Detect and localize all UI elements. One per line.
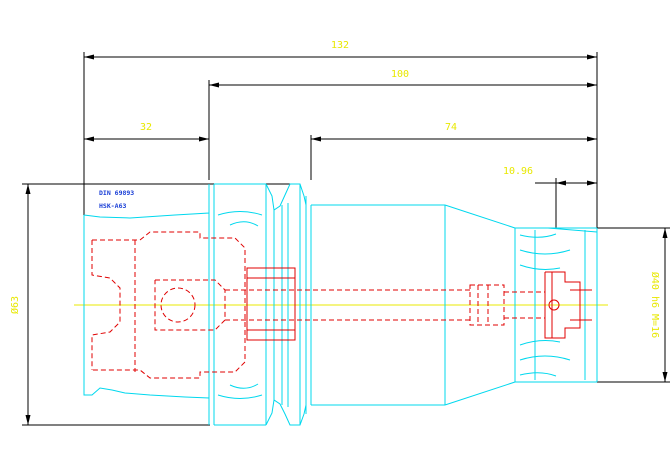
note-interface: HSK-A63	[99, 202, 126, 210]
dimension-lines	[22, 52, 670, 426]
note-standard: DIN 69893	[99, 189, 134, 197]
dim-shank-to-nose: 100	[391, 69, 409, 80]
hidden-features	[91, 231, 592, 379]
dim-flange-length: 32	[140, 122, 152, 133]
dim-nose-length: 10.96	[503, 166, 533, 177]
dim-outer-diameter: Ø63	[9, 296, 21, 314]
part-outline	[83, 183, 598, 426]
dim-body-length: 74	[445, 122, 457, 133]
dim-nose-diameter: Ø40 h6 M=16	[649, 272, 661, 338]
dim-overall-length: 132	[331, 40, 349, 51]
